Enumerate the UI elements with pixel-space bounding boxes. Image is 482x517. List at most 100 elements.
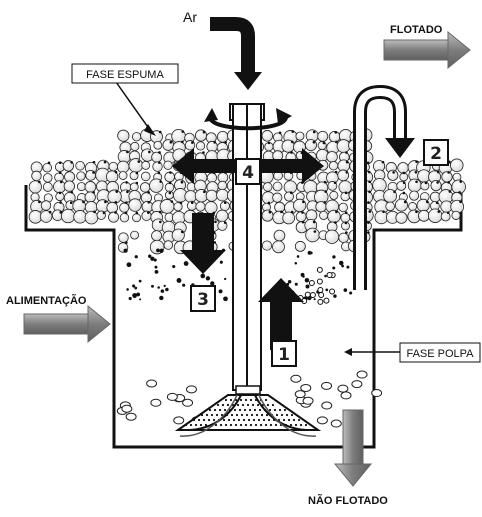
air-bubble: [330, 419, 342, 428]
pulp-particle: [343, 288, 348, 292]
attached-particle: [70, 161, 73, 164]
froth-bubble: [84, 181, 97, 193]
attached-particle: [159, 220, 162, 224]
diffuser-dot: [249, 398, 253, 402]
pulp-particle: [151, 284, 154, 288]
attached-particle: [135, 181, 139, 185]
froth-bubble: [305, 227, 320, 243]
diffuser-dot: [249, 423, 253, 427]
froth-bubble: [153, 140, 163, 150]
attached-particle: [459, 200, 462, 204]
diffuser-dot: [194, 423, 198, 427]
attached-particle: [312, 140, 316, 144]
pulp-particle: [126, 262, 132, 268]
attached-particle: [312, 220, 316, 224]
diffuser-dot: [256, 403, 260, 407]
froth-bubble: [284, 191, 294, 202]
pulp-particle: [324, 274, 327, 278]
attached-particle: [458, 191, 461, 194]
diffuser-dot: [218, 408, 222, 412]
diffuser-dot: [229, 398, 233, 402]
attached-particle: [58, 191, 62, 195]
particle-cluster: [316, 266, 323, 273]
diffuser-dot: [289, 423, 293, 427]
pulp-particle: [300, 272, 305, 277]
pulp-particle: [159, 295, 164, 301]
froth-bubble: [294, 240, 306, 252]
froth-bubble: [282, 211, 296, 225]
attached-particle: [333, 181, 337, 185]
froth-bubble: [417, 209, 430, 222]
attached-particle: [59, 211, 63, 214]
attached-particle: [345, 160, 349, 164]
froth-phase-label: FASE ESPUMA: [86, 69, 164, 81]
diffuser-dot: [280, 413, 284, 417]
downward-flow-arrow: [180, 213, 226, 274]
pulp-particle: [172, 264, 176, 269]
attached-particle: [436, 170, 440, 174]
froth-bubble: [119, 212, 130, 223]
diffuser-dot: [243, 408, 247, 412]
pulp-particle: [160, 289, 165, 293]
diffuser-dot: [207, 418, 211, 422]
attached-particle: [47, 161, 51, 165]
froth-bubble: [272, 240, 285, 254]
attached-particle: [323, 201, 326, 204]
froth-bubble: [274, 201, 286, 213]
froth-bubble: [132, 132, 142, 142]
pulp-particle: [219, 260, 223, 264]
pulp-particles: [123, 248, 353, 305]
froth-bubble: [324, 229, 340, 244]
attached-particle: [403, 200, 407, 204]
diffuser-dot: [192, 418, 196, 422]
pulp-particle: [134, 286, 138, 290]
froth-bubble: [152, 161, 163, 172]
particle-cluster: [308, 280, 315, 287]
froth-bubble: [374, 210, 389, 225]
attached-particle: [447, 181, 450, 184]
attached-particle: [334, 170, 338, 174]
pulp-phase-label: FASE POLPA: [406, 348, 474, 360]
froth-bubble: [395, 211, 408, 224]
particle-cluster: [317, 287, 324, 294]
pulp-phase-callout: FASE POLPA: [399, 342, 481, 363]
froth-bubble: [130, 230, 140, 240]
air-bubble: [173, 416, 185, 425]
attached-particle: [124, 211, 128, 215]
attached-particle: [147, 191, 150, 194]
impeller-shaft: [229, 103, 265, 391]
pulp-particle: [205, 276, 211, 281]
pulp-particle: [176, 278, 182, 283]
diffuser-dot: [222, 418, 226, 422]
froth-bubble: [75, 160, 85, 171]
pulp-particle: [157, 286, 160, 289]
attached-particle: [302, 200, 305, 204]
diffuser-dot: [290, 413, 294, 417]
diffuser-dot: [268, 408, 272, 412]
froth-bubble: [216, 188, 229, 202]
froth-bubble: [151, 151, 163, 163]
air-bubble: [182, 398, 194, 407]
pulp-particle: [341, 264, 344, 268]
froth-phase-callout: FASE ESPUMA: [71, 63, 179, 84]
diffuser-dot: [278, 408, 282, 412]
diffuser-dot: [254, 423, 258, 427]
pulp-particle: [210, 281, 215, 286]
diffuser-dot: [274, 423, 278, 427]
froth-bubble: [328, 130, 341, 143]
attached-particle: [213, 141, 217, 144]
attached-particle: [334, 221, 337, 224]
attached-particle: [334, 131, 338, 134]
froth-bubble: [163, 160, 173, 170]
diffuser-dot: [221, 403, 225, 407]
air-bubble: [321, 401, 333, 410]
particle-cluster: [318, 292, 325, 299]
attached-particle: [181, 140, 184, 144]
attached-particle: [93, 210, 96, 214]
attached-particle: [344, 221, 348, 225]
diffuser-dot: [244, 423, 248, 427]
particle-cluster: [309, 292, 316, 299]
attached-particle: [392, 171, 395, 174]
attached-particle: [268, 210, 272, 214]
diffuser-dot: [267, 418, 271, 422]
